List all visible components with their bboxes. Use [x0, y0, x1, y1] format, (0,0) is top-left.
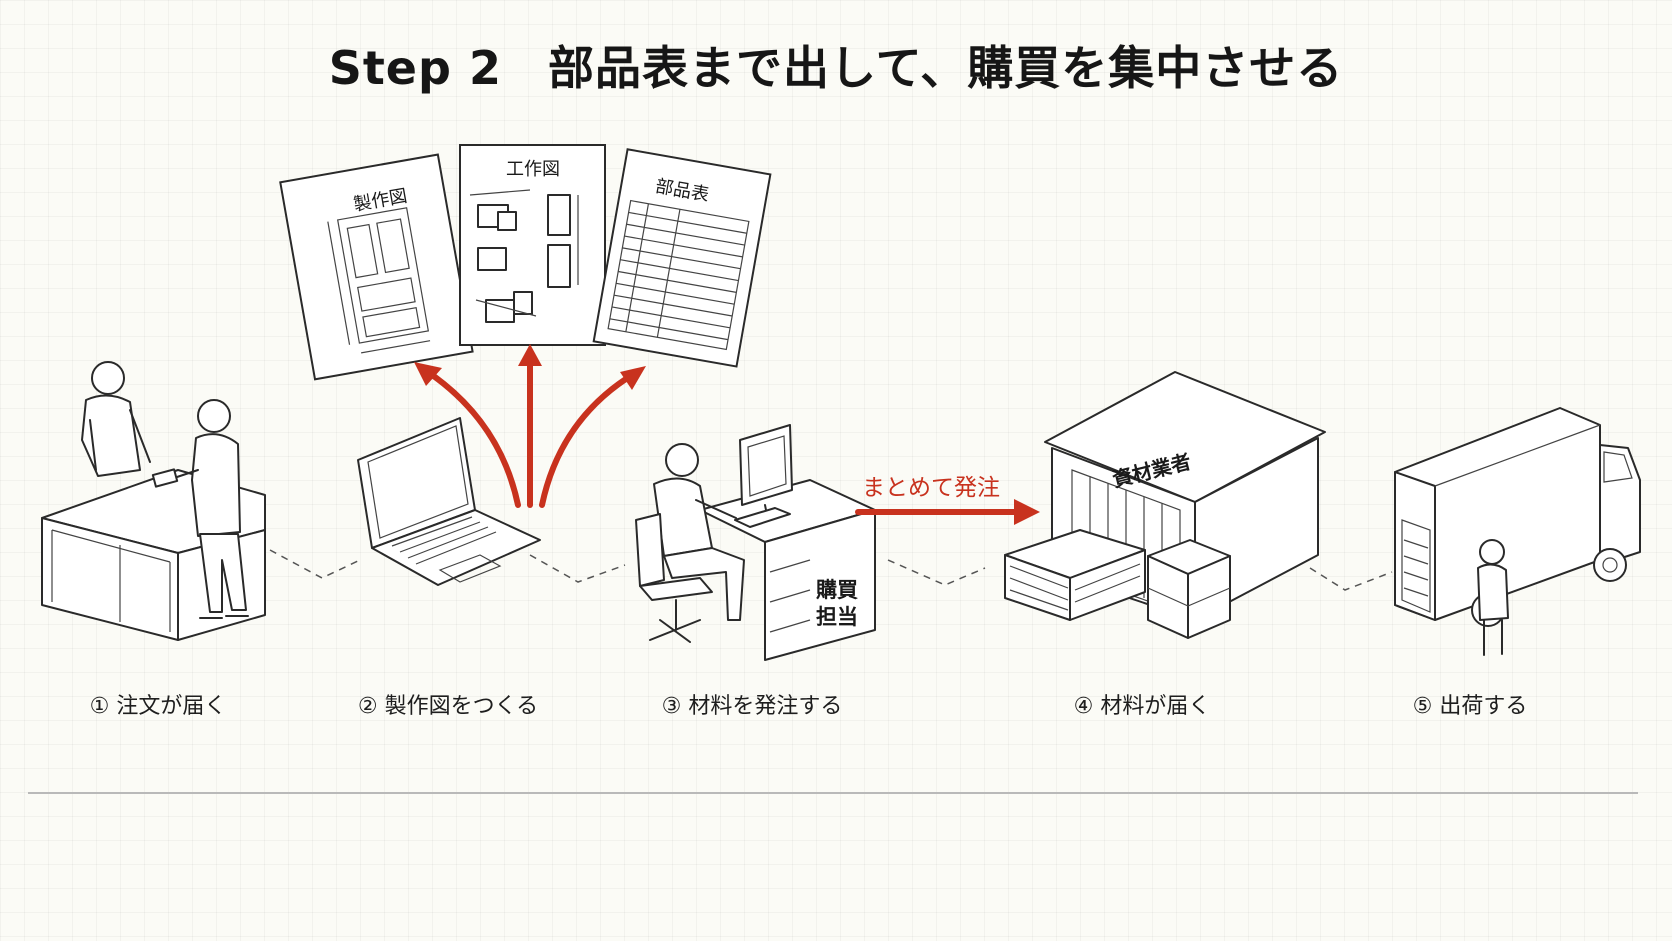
- warehouse-illustration: [1004, 371, 1326, 639]
- order-counter-illustration: [41, 361, 266, 641]
- step-label-ship: ⑤ 出荷する: [1412, 694, 1528, 719]
- title-heading: 部品表まで出して、購買を集中させる: [547, 41, 1344, 95]
- buyer-label-line2: 担当: [816, 605, 858, 629]
- document-seisakuzu: [279, 153, 474, 381]
- step-label-make-drawings: ② 製作図をつくる: [357, 694, 539, 719]
- bulk-order-arrow: [855, 499, 1040, 525]
- buyer-label: 購買 担当: [816, 577, 858, 631]
- step-label-materials-arrive: ④ 材料が届く: [1073, 694, 1211, 719]
- document-kousakuzu: [459, 144, 606, 346]
- dashed-connectors: [269, 549, 1393, 591]
- laptop-illustration: [357, 417, 541, 586]
- step-label-order-materials: ③ 材料を発注する: [661, 694, 843, 719]
- title-step: Step 2: [328, 41, 502, 95]
- document-kousakuzu-title: 工作図: [506, 159, 560, 180]
- step-label-order-received: ① 注文が届く: [89, 694, 227, 719]
- page-title: Step 2 部品表まで出して、購買を集中させる: [0, 32, 1672, 98]
- document-buhinhyou: [592, 148, 772, 368]
- buyer-label-line1: 購買: [816, 578, 858, 602]
- truck-illustration: [1394, 407, 1641, 656]
- bottom-divider: [28, 792, 1638, 794]
- bulk-order-label: まとめて発注: [862, 475, 1000, 501]
- output-arrows: [414, 344, 646, 508]
- buyer-desk-illustration: [635, 424, 876, 661]
